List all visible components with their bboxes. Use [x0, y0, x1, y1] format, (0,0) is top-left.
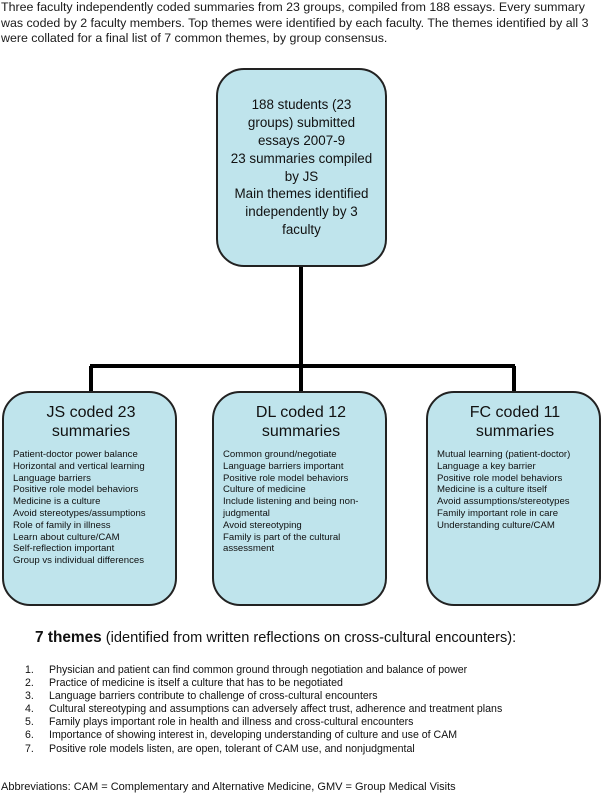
theme-item: Self-reflection important — [13, 543, 115, 555]
theme-number: 4. — [25, 703, 34, 716]
theme-text: Positive role models listen, are open, t… — [49, 742, 415, 755]
final-themes-list: 1. Physician and patient can find common … — [25, 664, 502, 756]
final-theme-item: 1. Physician and patient can find common … — [25, 664, 502, 677]
dl-theme-list: Common ground/negotiate Language barrier… — [223, 449, 379, 555]
theme-item: Learn about culture/CAM — [13, 531, 120, 543]
theme-number: 3. — [25, 690, 34, 703]
theme-item: Common ground/negotiate — [223, 449, 337, 460]
theme-item: Understanding culture/CAM — [437, 519, 555, 531]
abbreviations-note: Abbreviations: CAM = Complementary and A… — [1, 781, 456, 793]
theme-item: Medicine is a culture — [13, 496, 101, 508]
theme-item: Family is part of the cultural assessmen… — [223, 531, 341, 555]
theme-item: Family important role in care — [437, 507, 559, 519]
themes-heading-bold: 7 themes — [35, 629, 102, 646]
theme-item: Avoid assumptions/stereotypes — [437, 496, 570, 508]
theme-text: Cultural stereotyping and assumptions ca… — [49, 703, 503, 716]
themes-heading-rest: (identified from written reflections on … — [101, 630, 517, 646]
fc-theme-list: Mutual learning (patient-doctor) Languag… — [437, 449, 593, 532]
theme-item: Group vs individual differences — [13, 555, 145, 567]
js-coder-box: JS coded 23 summaries Patient-doctor pow… — [2, 391, 177, 606]
themes-heading: 7 themes (identified from written reflec… — [35, 629, 605, 647]
js-coder-title: JS coded 23 summaries — [13, 403, 169, 441]
final-theme-item: 5. Family plays important role in health … — [25, 716, 502, 729]
theme-text: Importance of showing interest in, devel… — [49, 729, 458, 742]
final-theme-item: 7. Positive role models listen, are open,… — [25, 743, 502, 756]
coder-title-line: FC coded 11 — [469, 404, 561, 421]
theme-item: Positive role model behaviors — [223, 472, 349, 484]
top-box-line: 23 summaries compiled — [230, 150, 373, 166]
fc-coder-box: FC coded 11 summaries Mutual learning (p… — [426, 391, 601, 606]
theme-item: Medicine is a culture itself — [437, 484, 547, 496]
theme-item: Avoid stereotypes/assumptions — [13, 507, 146, 519]
final-theme-item: 2. Practice of medicine is itself a cultu… — [25, 677, 502, 690]
theme-text: Practice of medicine is itself a culture… — [49, 677, 343, 690]
coder-title-line: summaries — [51, 423, 131, 440]
final-theme-item: 3. Language barriers contribute to challe… — [25, 690, 502, 703]
theme-item: Avoid stereotyping — [223, 519, 302, 531]
theme-item: Positive role model behaviors — [437, 472, 563, 484]
intro-paragraph: Three faculty independently coded summar… — [1, 0, 589, 45]
fc-coder-title: FC coded 11 summaries — [437, 403, 593, 441]
top-box-line: Main themes identified — [234, 186, 369, 202]
top-box-line: essays 2007-9 — [257, 132, 346, 148]
theme-number: 6. — [25, 729, 34, 742]
dl-coder-title: DL coded 12 summaries — [223, 403, 379, 441]
theme-item: Mutual learning (patient-doctor) — [437, 449, 571, 460]
top-box-line: by JS — [284, 168, 319, 184]
theme-item: Include listening and being non-judgment… — [223, 496, 359, 519]
theme-item: Patient-doctor power balance — [13, 449, 138, 460]
top-box-line: 188 students (23 — [251, 97, 352, 113]
coder-title-line: summaries — [475, 423, 555, 440]
dl-coder-box: DL coded 12 summaries Common ground/nego… — [212, 391, 387, 606]
theme-number: 5. — [25, 716, 34, 729]
coder-title-line: DL coded 12 — [255, 404, 347, 421]
theme-number: 2. — [25, 677, 34, 690]
theme-text: Language barriers contribute to challeng… — [49, 690, 378, 703]
theme-item: Language barriers — [13, 472, 91, 484]
theme-item: Role of family in illness — [13, 519, 111, 531]
coder-title-line: JS coded 23 — [46, 404, 136, 421]
essays-summary-box: 188 students (23 groups) submitted essay… — [216, 68, 387, 267]
theme-number: 1. — [25, 664, 34, 676]
top-box-line: groups) submitted — [247, 115, 356, 131]
top-box-line: faculty — [282, 221, 321, 237]
theme-item: Positive role model behaviors — [13, 484, 139, 496]
theme-item: Language barriers important — [223, 460, 344, 472]
top-box-line: independently by 3 — [245, 204, 358, 220]
theme-item: Language a key barrier — [437, 460, 536, 472]
theme-number: 7. — [25, 742, 34, 755]
theme-text: Physician and patient can find common gr… — [49, 664, 468, 676]
theme-item: Horizontal and vertical learning — [13, 460, 145, 472]
final-theme-item: 6. Importance of showing interest in, dev… — [25, 729, 502, 742]
js-theme-list: Patient-doctor power balance Horizontal … — [13, 449, 169, 567]
coder-title-line: summaries — [261, 423, 341, 440]
theme-text: Family plays important role in health an… — [49, 716, 414, 729]
theme-item: Culture of medicine — [223, 484, 306, 496]
final-theme-item: 4. Cultural stereotyping and assumptions … — [25, 703, 502, 716]
